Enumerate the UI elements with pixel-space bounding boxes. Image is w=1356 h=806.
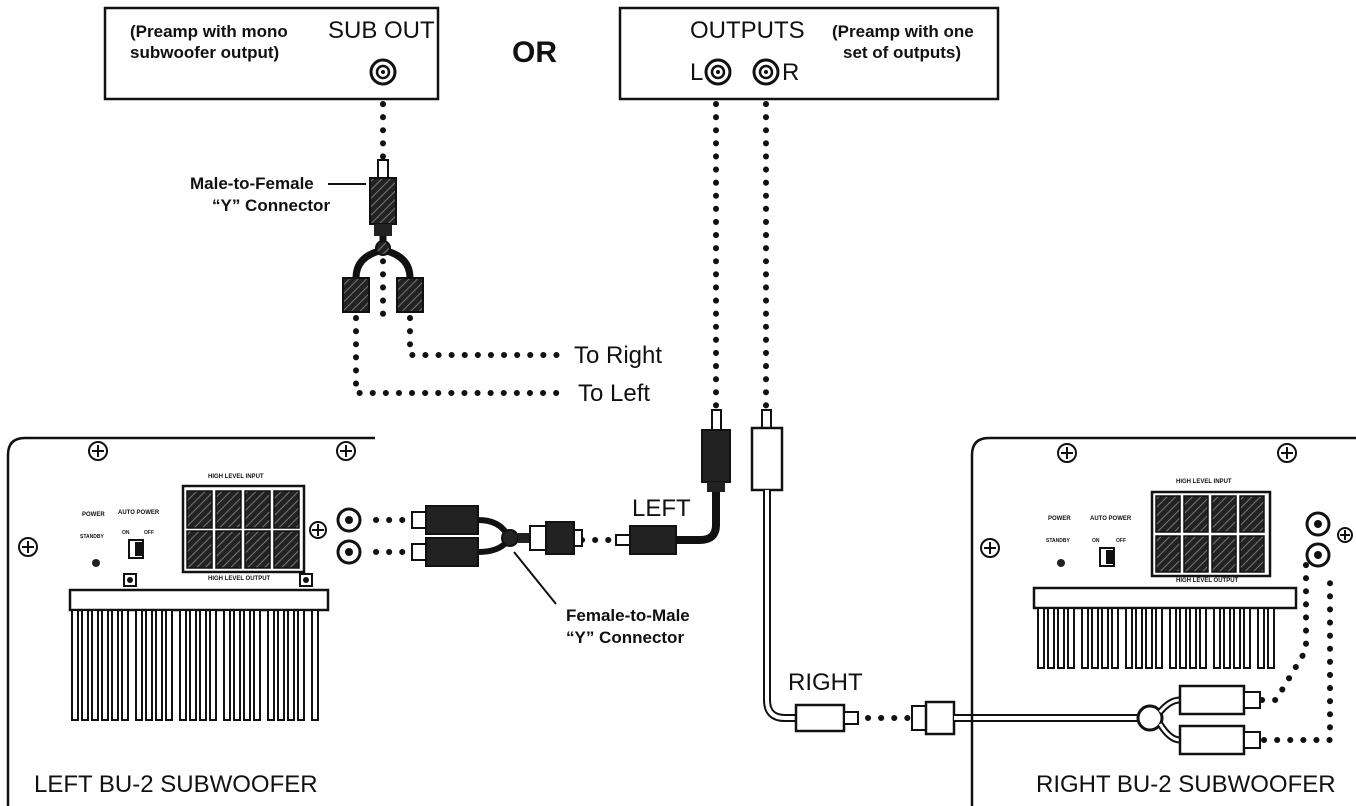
right-panel-screw-side — [980, 538, 1000, 558]
preamp-stereo-note-line2: set of outputs) — [843, 43, 962, 62]
left-panel-high-level-output: HIGH LEVEL OUTPUT — [208, 576, 271, 582]
right-sub-input-jack-l — [1305, 511, 1331, 537]
right-jack-label: R — [782, 59, 800, 86]
male-to-female-y-connector — [342, 159, 424, 313]
preamp-stereo-note-line1: (Preamp with one — [832, 22, 974, 41]
preamp-mono-note-line2: subwoofer output) — [130, 43, 280, 62]
or-label: OR — [512, 36, 557, 69]
right-heatsink-bar — [1032, 586, 1298, 610]
left-terminal-grid — [186, 490, 300, 569]
right-panel-standby: STANDBY — [1046, 538, 1070, 544]
male-female-label-line1: Male-to-Female — [190, 174, 314, 193]
right-terminal-grid — [1155, 495, 1265, 573]
left-sub-input-jack-r — [336, 539, 362, 565]
left-panel-on: ON — [122, 530, 130, 536]
sub-out-label: SUB OUT — [328, 17, 435, 44]
left-rca-cable — [615, 409, 731, 555]
female-male-pointer — [513, 551, 557, 605]
left-panel-screw-right — [309, 521, 327, 539]
sub-out-jack — [369, 58, 397, 86]
left-output-jack — [704, 58, 732, 86]
female-to-male-y-connector — [411, 505, 583, 567]
left-power-led — [92, 559, 100, 567]
right-output-jack — [752, 58, 780, 86]
left-panel-auto-power: AUTO POWER — [118, 510, 160, 516]
right-panel-screw-top — [1057, 443, 1077, 463]
left-panel-high-level-input: HIGH LEVEL INPUT — [208, 474, 264, 480]
right-cable-label: RIGHT — [788, 669, 863, 696]
left-panel-screw-side — [18, 537, 38, 557]
right-panel-off: OFF — [1116, 538, 1126, 544]
left-panel-power: POWER — [82, 512, 105, 518]
right-panel-high-level-output: HIGH LEVEL OUTPUT — [1176, 578, 1239, 584]
right-rca-cable — [750, 409, 859, 733]
right-subwoofer-name: RIGHT BU-2 SUBWOOFER — [1036, 771, 1336, 798]
left-panel-screw-top — [88, 441, 108, 461]
preamp-stereo-box — [618, 6, 1000, 101]
right-panel-high-level-input: HIGH LEVEL INPUT — [1176, 479, 1232, 485]
left-cable-label: LEFT — [632, 495, 691, 522]
left-heatsink-bar — [68, 588, 330, 612]
male-female-label-line2: “Y” Connector — [212, 196, 331, 215]
right-heatsink-fins — [1037, 607, 1275, 669]
outputs-label: OUTPUTS — [690, 17, 805, 44]
to-right-label: To Right — [574, 342, 663, 369]
preamp-mono-note-line1: (Preamp with mono — [130, 22, 288, 41]
left-jack-label: L — [690, 59, 704, 86]
left-subwoofer-panel — [6, 436, 375, 806]
right-panel-screw-right — [1337, 527, 1353, 543]
left-panel-screw-top2 — [336, 441, 356, 461]
to-right-dotted-line — [407, 315, 563, 358]
right-panel-power: POWER — [1048, 516, 1071, 522]
female-male-label-line2: “Y” Connector — [566, 628, 685, 647]
left-sub-input-jack-l — [336, 507, 362, 533]
female-male-label-line1: Female-to-Male — [566, 606, 690, 625]
left-panel-standby: STANDBY — [80, 534, 104, 540]
left-panel-screw-bottom — [123, 573, 313, 587]
left-subwoofer-name: LEFT BU-2 SUBWOOFER — [34, 771, 318, 798]
right-panel-screw-top2 — [1277, 443, 1297, 463]
right-panel-auto-power: AUTO POWER — [1090, 516, 1132, 522]
right-sub-top-dotted — [1259, 557, 1309, 703]
right-sub-bottom-dotted — [1261, 572, 1333, 743]
right-sub-y-connector — [911, 684, 1261, 756]
right-panel-on: ON — [1092, 538, 1100, 544]
right-power-led — [1057, 559, 1065, 567]
right-sub-input-jack-r — [1305, 542, 1331, 568]
to-left-label: To Left — [578, 380, 651, 407]
right-subwoofer-panel — [970, 436, 1356, 806]
left-panel-off: OFF — [144, 530, 154, 536]
left-heatsink-fins — [71, 609, 319, 721]
to-left-dotted-line — [353, 315, 568, 396]
